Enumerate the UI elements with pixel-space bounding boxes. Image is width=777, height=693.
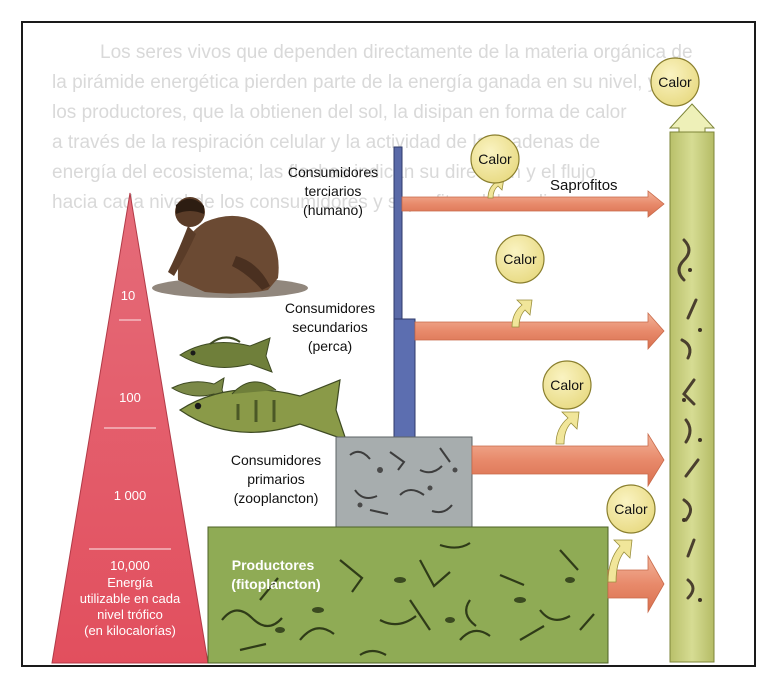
pyramid-level-10-value: 10 — [121, 288, 135, 303]
heat-bubble-primary: Calor — [543, 361, 591, 409]
secondary-energy-bar — [394, 319, 415, 437]
secondary-consumers-label: secundarios — [292, 319, 368, 335]
zooplankton-box — [336, 437, 472, 527]
heat-bubble-top: Calor — [651, 58, 699, 106]
producers-label: (fitoplancton) — [231, 576, 320, 592]
phytoplankton-box: Productores (fitoplancton) — [208, 527, 608, 663]
heat-label: Calor — [614, 501, 648, 517]
tertiary-consumers-label: terciarios — [305, 183, 362, 199]
heat-label: Calor — [550, 377, 584, 393]
tertiary-consumers-label: (humano) — [303, 202, 363, 218]
pyramid-level-1000-value: 1 000 — [114, 488, 147, 503]
background-text-line: Los seres vivos que dependen directament… — [100, 42, 693, 63]
heat-label: Calor — [478, 151, 512, 167]
heat-bubble-secondary: Calor — [496, 235, 544, 283]
pyramid-caption-line: (en kilocalorías) — [84, 623, 176, 638]
pyramid-caption-line: utilizable en cada — [80, 591, 181, 606]
background-text-line: a través de la respiración celular y la … — [52, 132, 600, 153]
primary-consumers-label: Consumidores — [231, 452, 321, 468]
secondary-consumers-label: Consumidores — [285, 300, 375, 316]
secondary-consumers-label: (perca) — [308, 338, 352, 354]
saprophytes-label: Saprofitos — [550, 177, 618, 194]
heat-bubble-tertiary: Calor — [471, 135, 519, 183]
pyramid-level-100-value: 100 — [119, 390, 141, 405]
producers-label: Productores — [232, 557, 315, 573]
tertiary-energy-bar — [394, 147, 402, 319]
pyramid-caption-line: Energía — [107, 575, 153, 590]
pyramid-caption-line: nivel trófico — [97, 607, 163, 622]
background-text-line: la pirámide energética pierden parte de … — [52, 72, 658, 93]
saprophyte-column — [670, 104, 714, 662]
primary-consumers-label: primarios — [247, 471, 305, 487]
heat-bubble-producers: Calor — [607, 485, 655, 533]
pyramid-level-10000-value: 10,000 — [110, 558, 150, 573]
background-text-line: los productores, que la obtienen del sol… — [52, 102, 627, 123]
primary-consumers-label: (zooplancton) — [234, 490, 319, 506]
heat-label: Calor — [503, 251, 537, 267]
heat-label: Calor — [658, 74, 692, 90]
tertiary-consumers-label: Consumidores — [288, 164, 378, 180]
